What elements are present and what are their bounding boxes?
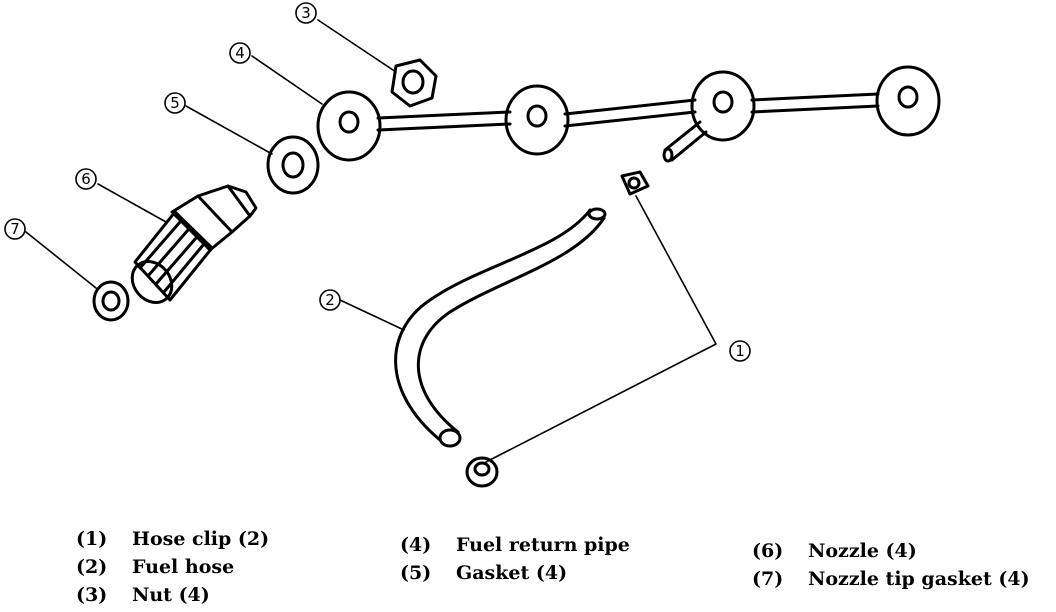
callout-7: 7: [4, 218, 26, 240]
callout-4: 4: [229, 42, 251, 64]
svg-text:7: 7: [10, 220, 20, 238]
legend-item-gasket: (5)Gasket (4): [400, 562, 568, 584]
nut: [390, 58, 438, 108]
svg-text:2: 2: [325, 291, 335, 309]
callout-3: 3: [295, 2, 317, 24]
svg-text:4: 4: [235, 44, 245, 62]
legend-item-fuel-return-pipe: (4)Fuel return pipe: [400, 534, 630, 556]
legend-item-nozzle: (6)Nozzle (4): [752, 540, 917, 562]
svg-text:5: 5: [170, 94, 180, 112]
legend-item-hose-clip: (1)Hose clip (2): [76, 528, 270, 550]
callout-1: 1: [729, 340, 751, 362]
svg-text:3: 3: [301, 4, 311, 22]
svg-text:1: 1: [735, 342, 745, 360]
nozzle: [130, 184, 258, 304]
callout-6: 6: [75, 168, 97, 190]
hose-clip-upper: [620, 170, 650, 196]
legend-item-fuel-hose: (2)Fuel hose: [76, 556, 235, 578]
leader-lines: [25, 19, 717, 463]
callout-2: 2: [319, 289, 341, 311]
callout-5: 5: [164, 92, 186, 114]
legend-item-nut: (3)Nut (4): [76, 584, 210, 606]
hose-clip-lower: [465, 456, 499, 488]
fuel-hose: [394, 207, 607, 448]
svg-text:6: 6: [81, 170, 91, 188]
fuel-return-pipe: [316, 65, 941, 163]
nozzle-tip-gasket: [92, 280, 130, 322]
legend-item-nozzle-tip-gasket: (7)Nozzle tip gasket (4): [752, 568, 1030, 590]
gasket: [266, 135, 320, 195]
parts-legend: (1)Hose clip (2) (2)Fuel hose (3)Nut (4)…: [0, 528, 1056, 612]
exploded-parts-diagram: 3 4 5 6 7 2 1: [4, 2, 941, 488]
